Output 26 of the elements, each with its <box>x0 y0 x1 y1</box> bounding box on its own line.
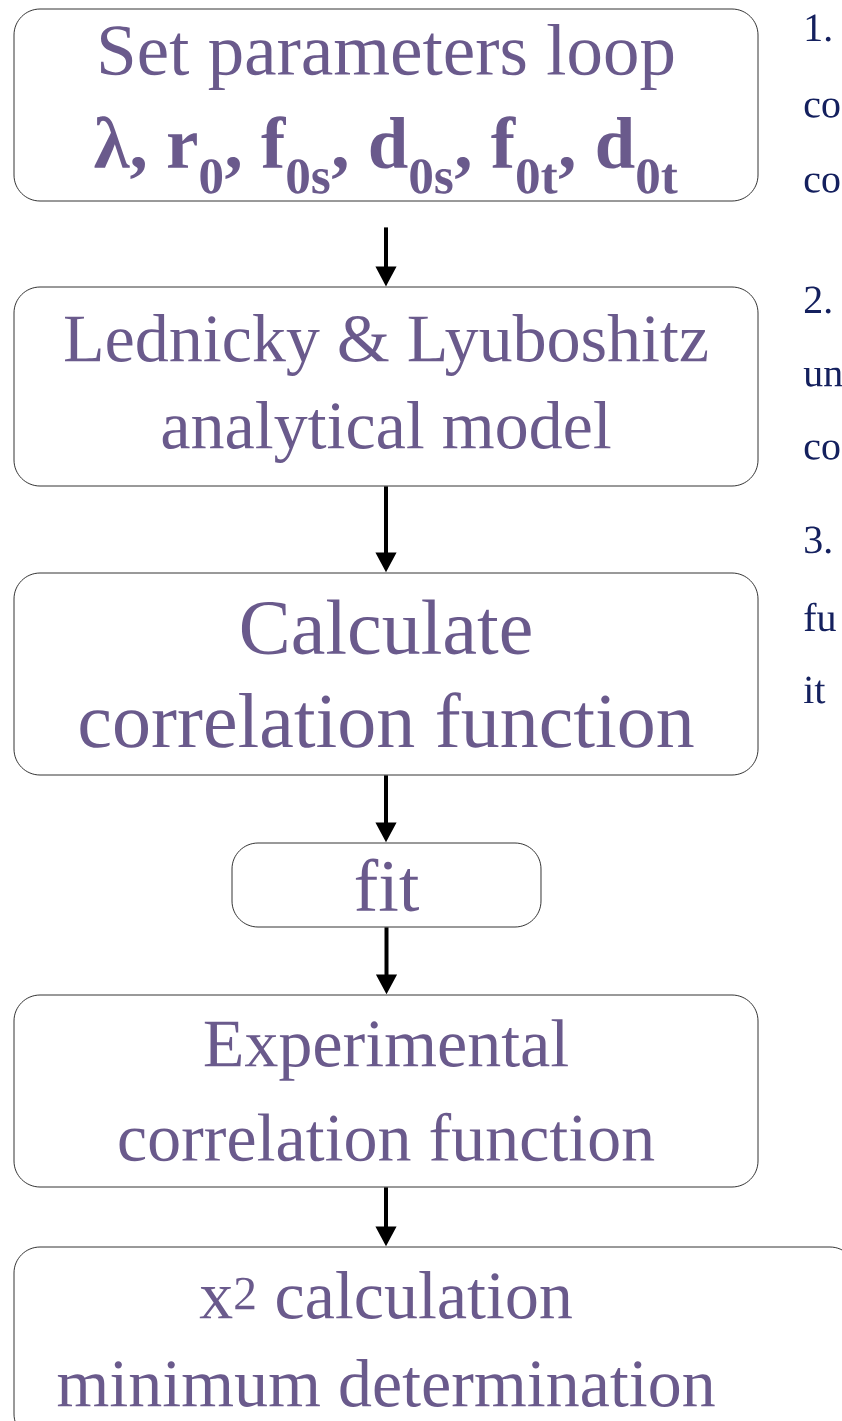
box-text: Calculate <box>241 599 531 655</box>
box-text: Set parameters loop <box>101 23 674 91</box>
side-text: co <box>804 173 840 193</box>
box-text: x$^{2}$ calculation <box>199 1271 572 1319</box>
side-text: un <box>803 367 842 387</box>
side-text: co <box>804 440 840 460</box>
side-text: fu <box>804 602 836 632</box>
process-box <box>13 994 759 1188</box>
side-text: co <box>804 98 840 118</box>
process-box <box>13 8 759 202</box>
box-text: correlation function <box>80 692 694 748</box>
side-text: it <box>804 676 826 704</box>
process-box <box>13 572 759 776</box>
side-text: 1. <box>806 14 831 42</box>
process-box <box>13 1246 842 1421</box>
box-text: analytical model <box>162 401 611 463</box>
process-box <box>231 842 542 928</box>
side-text: 3. <box>805 526 831 554</box>
box-text: λ, r$_{0}$, f$_{0s}$, d$_{0s}$, f$_{0t}$, d$_{0t}$ <box>94 116 678 194</box>
box-text: minimum determination <box>57 1359 715 1407</box>
process-box <box>13 286 759 487</box>
box-text: Experimental <box>204 1019 568 1081</box>
box-text: correlation function <box>119 1112 655 1162</box>
side-text: 2. <box>804 286 831 314</box>
box-text: fit <box>355 858 419 912</box>
box-text: Lednicky & Lyuboshitz <box>65 314 708 376</box>
